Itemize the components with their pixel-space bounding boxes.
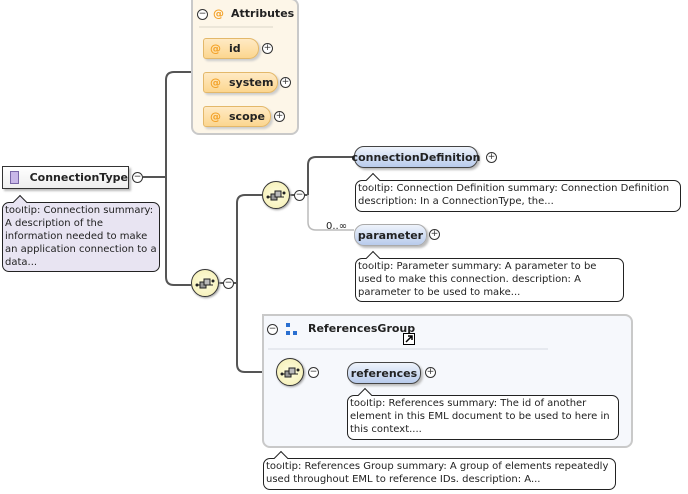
attribute-scope[interactable]: @ scope — [203, 106, 271, 127]
attribute-label: scope — [229, 110, 265, 123]
collapse-icon[interactable]: − — [294, 190, 305, 201]
attribute-id[interactable]: @ id — [203, 38, 259, 59]
sequence-icon[interactable] — [276, 358, 304, 386]
attribute-icon: @ — [210, 110, 221, 123]
divider — [199, 26, 273, 28]
root-type-node[interactable]: ConnectionType — [2, 166, 129, 189]
collapse-icon[interactable]: − — [267, 324, 278, 335]
collapse-icon[interactable]: − — [223, 278, 234, 289]
group-icon — [286, 323, 297, 335]
attribute-label: id — [229, 42, 241, 55]
attribute-icon: @ — [210, 42, 221, 55]
attribute-icon: @ — [213, 7, 224, 20]
element-tooltip: tooltip: Parameter summary: A parameter … — [355, 258, 624, 302]
group-title: ReferencesGroup — [308, 322, 416, 335]
expand-icon[interactable]: + — [425, 367, 436, 378]
sequence-icon[interactable] — [262, 181, 290, 209]
group-tooltip: tooltip: References Group summary: A gro… — [263, 458, 616, 490]
element-tooltip: tooltip: References summary: The id of a… — [347, 395, 619, 440]
element-parameter[interactable]: parameter — [354, 224, 427, 246]
collapse-icon[interactable]: − — [308, 367, 319, 378]
complex-type-icon — [10, 171, 19, 184]
cardinality-label: 0..∞ — [326, 221, 348, 232]
expand-icon[interactable]: + — [274, 111, 285, 122]
collapse-icon[interactable]: − — [132, 172, 143, 183]
sequence-glyph — [195, 278, 215, 289]
expand-icon[interactable]: + — [280, 77, 291, 88]
element-references[interactable]: references — [347, 362, 421, 384]
root-type-label: ConnectionType — [29, 171, 128, 184]
expand-icon[interactable]: + — [486, 152, 497, 163]
collapse-icon[interactable]: − — [197, 9, 208, 20]
element-connectionDefinition[interactable]: connectionDefinition — [352, 146, 480, 168]
attributes-title: Attributes — [231, 7, 295, 20]
element-tooltip: tooltip: Connection Definition summary: … — [355, 180, 681, 212]
attribute-system[interactable]: @ system — [203, 72, 278, 93]
sequence-glyph — [266, 190, 286, 201]
divider — [268, 348, 548, 350]
attribute-icon: @ — [210, 76, 221, 89]
root-tooltip: tooltip: Connection summary: A descripti… — [2, 202, 160, 272]
expand-icon[interactable]: + — [262, 43, 273, 54]
expand-icon[interactable]: + — [429, 229, 440, 240]
attribute-label: system — [229, 76, 274, 89]
external-link-icon[interactable] — [403, 333, 415, 345]
sequence-glyph — [280, 367, 300, 378]
sequence-icon[interactable] — [191, 269, 219, 297]
